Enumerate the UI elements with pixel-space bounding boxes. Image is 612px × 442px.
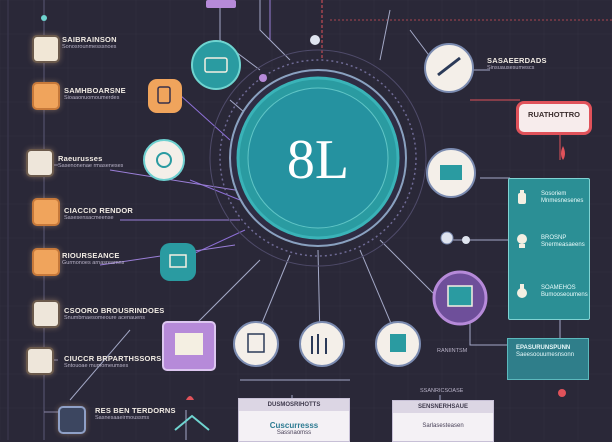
left-label-5-title: RIOURSEANCE	[62, 251, 120, 260]
left-label-3-sub: Sasenonenae rmaseneses	[58, 163, 124, 169]
bottom-card-1-title: Cuscurresss	[269, 421, 319, 430]
small-right-label-1: RANIINTSM	[437, 348, 467, 355]
right-top-label-title: SASAEERDADS	[487, 56, 547, 65]
toolbox-node-icon[interactable]	[160, 243, 196, 281]
left-label-3-title: Raeurusses	[58, 154, 103, 163]
small-right-label-1-text: RANIINTSM	[437, 348, 468, 354]
bottom-card-2-sub: Sarlasesteasen	[422, 423, 464, 429]
bottle-icon	[518, 190, 526, 204]
clipboard-icon[interactable]	[32, 82, 60, 110]
house-icon	[174, 414, 210, 431]
connector-dot	[440, 231, 454, 245]
left-label-1-sub: Sonosrounmesssnoes	[62, 44, 117, 50]
left-label-6-sub: Snumbmaesomeoure acenauens	[64, 315, 146, 321]
bottom-card-2[interactable]: SENSNERHSAUE Sarlasesteasen	[392, 400, 494, 442]
drop-icon	[561, 146, 565, 160]
left-label-8-title: RES BEN TERDORNS	[95, 406, 176, 415]
bottom-card-1-header: DUSMOSRIHOTTS	[239, 399, 349, 411]
right-top-label-sub: Sinsuausesumescs	[487, 65, 535, 71]
panel-row-3-t2: Bumooseoumens	[541, 292, 588, 298]
flask-icon	[517, 284, 527, 298]
flask-node-icon[interactable]	[233, 321, 279, 367]
panel-row-3-t1: SOAMEHOS	[541, 285, 576, 291]
bottom-card-1-sub: Sassnaomss	[276, 430, 312, 436]
hub: 8L	[209, 49, 427, 267]
small-right-label-2: SSANRICSOASE	[420, 388, 463, 395]
left-label-2-sub: Sioaaonuomoumerdes	[64, 95, 120, 101]
teal-node-icon[interactable]	[191, 40, 241, 90]
top-dot-icon	[41, 15, 47, 21]
briefcase-icon[interactable]	[32, 198, 60, 226]
pin-icon	[558, 389, 566, 397]
bottom-right-panel-title: EPASURUNSPUNN	[516, 345, 571, 351]
panel-row-1-t1: Sosoriem	[541, 191, 567, 197]
hub-logo-icon: 8L	[287, 129, 349, 191]
left-label-7-title: CIUCCR BRPARTHSSORS	[64, 354, 162, 363]
satellite-nodes	[41, 0, 566, 431]
column-node-icon[interactable]	[299, 321, 345, 367]
calendar-icon[interactable]	[26, 347, 54, 375]
orange-document-icon[interactable]	[148, 79, 182, 113]
top-purple-tab	[206, 0, 236, 8]
connector-dot	[462, 236, 470, 244]
bottom-right-panel-sub: Saeesoouumesnsonn	[516, 352, 575, 358]
panel-row-2-t2: Snermeasaeens	[541, 242, 585, 248]
left-label-6-title: CSOORO BROUSRINDOES	[64, 306, 165, 315]
red-badge[interactable]: RUATHOTTRO	[516, 101, 592, 135]
panel-row-1-t2: Mnmesnesenes	[541, 198, 584, 204]
panel-row-2-t1: BROSNP	[541, 235, 567, 241]
connector-dot	[259, 74, 267, 82]
left-label-1-title: SAIBRAINSON	[62, 35, 117, 44]
left-label-4-sub: Sasesensacmeense	[64, 215, 114, 221]
archive-icon[interactable]	[32, 248, 60, 276]
bottom-card-1[interactable]: DUSMOSRIHOTTS Cuscurresss Sassnaomss	[238, 398, 350, 442]
left-label-2-title: SAMHBOARSNE	[64, 86, 126, 95]
small-right-label-2-text: SSANRICSOASE	[420, 388, 464, 394]
lamp-bulb-icon	[517, 234, 527, 248]
connector-dot	[310, 35, 320, 45]
left-label-5-sub: Gurmonoes arnasreamns	[62, 260, 125, 266]
chart-node-icon[interactable]	[143, 139, 185, 181]
stack-icon[interactable]	[32, 300, 60, 328]
left-label-8-sub: Sasnesaaeirmoussms	[95, 415, 150, 421]
left-label-7-sub: Sntouoae mumomeumses	[64, 363, 129, 369]
ledger-icon[interactable]	[26, 149, 54, 177]
tray-icon[interactable]	[58, 406, 86, 434]
book-icon[interactable]	[32, 35, 60, 63]
lamp-icon	[186, 396, 194, 400]
left-label-4-title: CIACCIO RENDOR	[64, 206, 134, 215]
bottom-card-2-header: SENSNERHSAUE	[393, 401, 493, 413]
